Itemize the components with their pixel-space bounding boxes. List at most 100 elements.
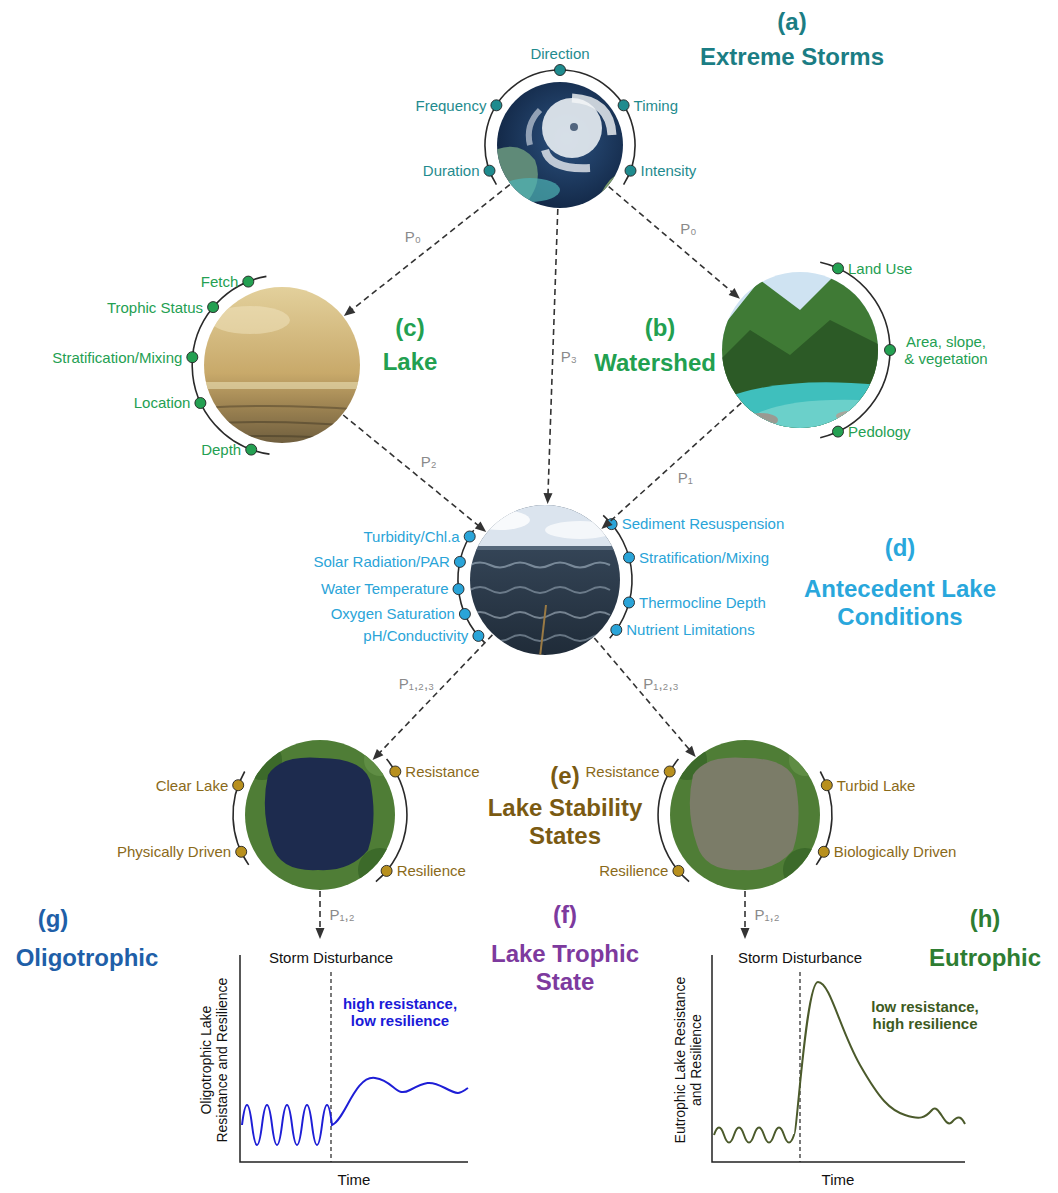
lake-photo-part [210, 306, 290, 334]
factor-marker [885, 345, 896, 356]
dashed-line [343, 415, 478, 526]
storm-photo-part [529, 110, 540, 145]
arrow-head [685, 746, 696, 757]
panel-heading: Lake Trophic State [480, 940, 650, 995]
eutrophic-chart-part [712, 955, 965, 1162]
chart-annotation: low resistance, high resilience [860, 998, 990, 1033]
factor-label: Stratification/Mixing [52, 349, 182, 366]
factor-label: Clear Lake [156, 777, 229, 794]
factor-label: Oxygen Saturation [331, 605, 455, 622]
factor-arc [233, 772, 249, 865]
pathway-label: P₂ [421, 453, 437, 470]
antecedent-lake-photo-part [468, 546, 622, 550]
arrow-head [544, 493, 553, 504]
dashed-line [609, 187, 733, 293]
watershed-photo-part [720, 270, 880, 430]
watershed-photo-part [720, 320, 880, 430]
dashed-line [380, 635, 493, 753]
chart-annotation: Storm Disturbance [269, 949, 393, 966]
watershed-photo-part [836, 411, 864, 421]
factor-label: Resilience [397, 862, 466, 879]
panel-heading: (h) [970, 905, 1001, 933]
arrow-head [344, 306, 356, 316]
antecedent-lake-photo-part [468, 503, 622, 657]
lake-photo-part [200, 436, 364, 440]
factor-label: Timing [634, 97, 678, 114]
arrow-head [475, 522, 486, 532]
eutrophic-chart-part [799, 972, 800, 1162]
factor-marker [459, 609, 470, 620]
factor-marker [555, 65, 566, 76]
pathway-label: P₁,₂ [754, 906, 779, 923]
eutrophic-chart [712, 955, 965, 1162]
axis-label: Time [822, 1171, 855, 1188]
photo-circle: (d)Antecedent Lake ConditionsTurbidity/C… [470, 505, 620, 655]
factor-marker [664, 766, 675, 777]
factor-marker [195, 398, 206, 409]
clear-lake-photo-part [265, 758, 374, 871]
dashed-arrow [343, 415, 486, 532]
factor-label: pH/Conductivity [363, 627, 468, 644]
turbid-lake-photo-part [789, 744, 821, 776]
panel-heading: (g) [38, 905, 69, 933]
storm-photo-part [572, 98, 612, 135]
factor-label: Fetch [201, 273, 239, 290]
turbid-lake-photo [667, 738, 827, 892]
factor-marker [611, 624, 622, 635]
turbid-lake-photo-part [668, 738, 822, 892]
lake-photo-part [200, 382, 364, 389]
watershed-photo-part [720, 270, 880, 430]
photo-circle: (b)WatershedLand UseArea, slope, & veget… [722, 272, 878, 428]
dashed-arrow [741, 891, 750, 939]
factor-label: Area, slope, & vegetation [900, 333, 992, 368]
panel-heading: Watershed [594, 349, 716, 377]
pathway-label: P₁,₂,₃ [399, 675, 434, 692]
clear-lake-photo [242, 738, 402, 892]
factor-label: Physically Driven [117, 843, 231, 860]
clear-lake-photo-part [243, 738, 397, 892]
storm-photo [495, 80, 625, 210]
dashed-line [609, 403, 741, 523]
dashed-arrow [373, 635, 493, 760]
oligotrophic-chart-part [242, 1078, 468, 1145]
photo-circle: (a)Extreme StormsDirectionFrequencyTimin… [497, 82, 623, 208]
factor-label: Intensity [640, 162, 696, 179]
panel-heading: Antecedent Lake Conditions [800, 575, 1000, 630]
dashed-arrow [544, 209, 558, 504]
factor-label: Frequency [416, 97, 487, 114]
pathway-label: P₀ [405, 228, 421, 245]
factor-marker [625, 165, 636, 176]
lake-photo-part [200, 406, 364, 410]
factor-label: Biologically Driven [834, 843, 957, 860]
watershed-photo-part [742, 413, 778, 427]
oligotrophic-chart-part [330, 972, 331, 1162]
dashed-line [548, 209, 558, 494]
factor-label: Resistance [585, 763, 659, 780]
dashed-line [319, 891, 321, 929]
panel-heading: (a) [777, 8, 806, 36]
panel-heading: Lake Stability States [480, 794, 650, 849]
panel-heading: (e) [550, 762, 579, 790]
panel-heading: Lake [383, 348, 438, 376]
dashed-arrow [601, 403, 741, 529]
factor-marker [821, 780, 832, 791]
factor-marker [473, 630, 484, 641]
factor-marker [673, 865, 684, 876]
factor-arc [192, 276, 269, 454]
pathway-label: P₃ [561, 348, 577, 365]
antecedent-lake-photo [468, 503, 622, 657]
factor-arc [820, 262, 890, 437]
panel-heading: (c) [395, 314, 424, 342]
factor-marker [187, 352, 198, 363]
panel-heading: (b) [645, 314, 676, 342]
arrow-head [601, 518, 612, 529]
factor-label: Duration [423, 162, 480, 179]
antecedent-lake-photo-part [540, 605, 546, 657]
pathway-label: P₁,₂ [329, 906, 354, 923]
factor-label: Direction [530, 45, 589, 62]
panel-heading: Extreme Storms [700, 43, 884, 71]
axis-label: Oligotrophic Lake Resistance and Resilie… [198, 970, 230, 1150]
factor-marker [233, 780, 244, 791]
photo-circle: Clear LakeResistancePhysically DrivenRes… [245, 740, 395, 890]
